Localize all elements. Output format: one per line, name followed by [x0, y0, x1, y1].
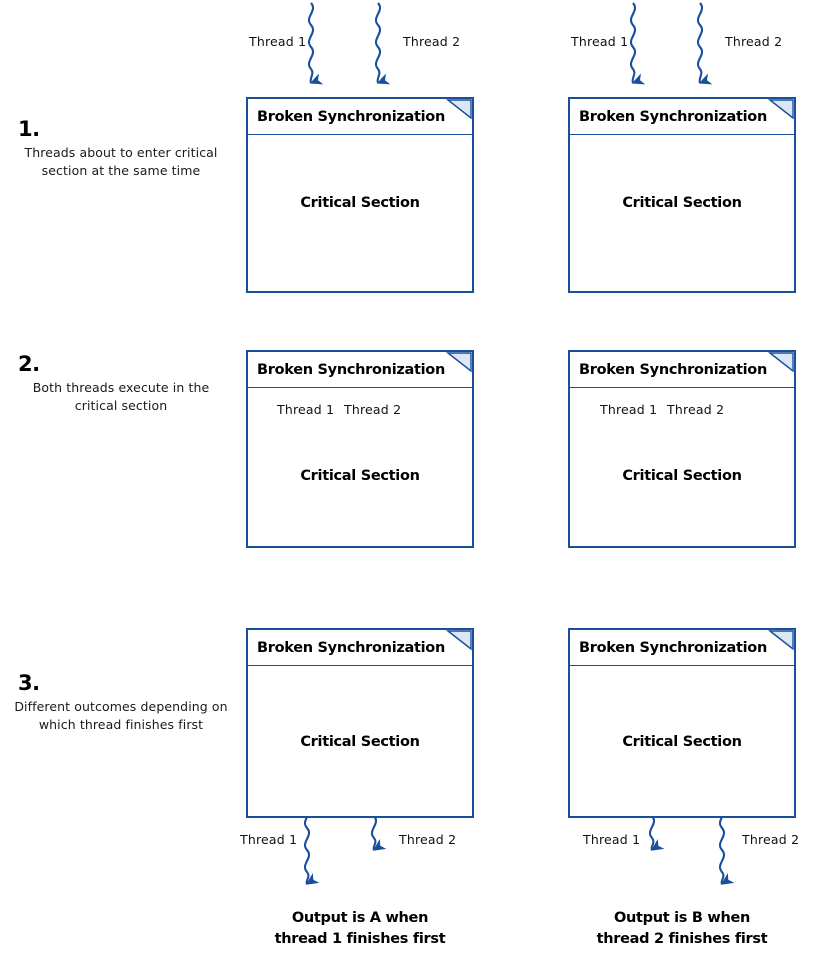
step-2-description: Both threads execute in the critical sec… [32, 380, 210, 414]
outcome-caption-left: Output is A when thread 1 finishes first [230, 908, 490, 950]
outcome-left-line-1: Output is A when [291, 910, 429, 926]
thread-2-label-r2c2: Thread 2 [667, 402, 725, 417]
box-title-bar: Broken Synchronization [248, 352, 472, 388]
thread-2-label-r3c1: Thread 2 [399, 832, 457, 847]
page-fold-corner-icon [446, 630, 472, 651]
thread-1-label-r2c1: Thread 1 [277, 402, 335, 417]
squiggly-arrow-r1c2-t2 [696, 2, 713, 85]
broken-sync-box-row1-left[interactable]: Broken Synchronization Critical Section [246, 97, 474, 293]
box-title-bar: Broken Synchronization [570, 630, 794, 666]
box-body: Critical Section [248, 666, 472, 816]
thread-1-label-r1c2: Thread 1 [571, 34, 629, 49]
box-body: Critical Section [248, 135, 472, 291]
critical-section-label: Critical Section [300, 734, 420, 750]
squiggly-arrow-r1c2-t1 [629, 2, 646, 85]
outcome-right-line-1: Output is B when [613, 910, 751, 926]
box-body: Critical Section [248, 388, 472, 546]
critical-section-label: Critical Section [622, 195, 742, 211]
step-2-label-block: 2. Both threads execute in the critical … [8, 352, 234, 415]
box-body: Critical Section [570, 666, 794, 816]
box-body: Critical Section [570, 388, 794, 546]
step-2-number: 2. [18, 352, 40, 376]
box-title-text: Broken Synchronization [579, 361, 767, 378]
broken-sync-box-row2-right[interactable]: Broken Synchronization Critical Section [568, 350, 796, 548]
thread-2-label-r3c2: Thread 2 [742, 832, 800, 847]
step-3-description: Different outcomes depending on which th… [14, 699, 228, 733]
page-fold-corner-icon [446, 99, 472, 120]
page-fold-corner-icon [768, 352, 794, 373]
outcome-right-line-2: thread 2 finishes first [596, 931, 768, 948]
page-fold-corner-icon [446, 352, 472, 373]
step-3-label-block: 3. Different outcomes depending on which… [8, 671, 234, 734]
broken-sync-box-row3-right[interactable]: Broken Synchronization Critical Section [568, 628, 796, 818]
critical-section-label: Critical Section [622, 734, 742, 750]
broken-sync-box-row2-left[interactable]: Broken Synchronization Critical Section [246, 350, 474, 548]
box-body: Critical Section [570, 135, 794, 291]
critical-section-label: Critical Section [300, 195, 420, 211]
box-title-text: Broken Synchronization [579, 108, 767, 125]
box-title-text: Broken Synchronization [257, 361, 445, 378]
box-title-text: Broken Synchronization [257, 108, 445, 125]
thread-1-label-r2c2: Thread 1 [600, 402, 658, 417]
thread-1-label-r1c1: Thread 1 [249, 34, 307, 49]
broken-sync-box-row3-left[interactable]: Broken Synchronization Critical Section [246, 628, 474, 818]
thread-2-label-r2c1: Thread 2 [344, 402, 402, 417]
box-title-bar: Broken Synchronization [570, 99, 794, 135]
step-1-label-block: 1. Threads about to enter critical secti… [8, 117, 234, 180]
thread-1-label-r3c2: Thread 1 [583, 832, 641, 847]
outcome-left-line-2: thread 1 finishes first [274, 931, 446, 948]
squiggly-arrow-r1c1-t1 [307, 2, 324, 85]
box-title-bar: Broken Synchronization [248, 630, 472, 666]
critical-section-label: Critical Section [300, 468, 420, 484]
box-title-text: Broken Synchronization [579, 639, 767, 656]
broken-sync-box-row1-right[interactable]: Broken Synchronization Critical Section [568, 97, 796, 293]
thread-2-label-r1c1: Thread 2 [403, 34, 461, 49]
step-1-number: 1. [18, 117, 40, 141]
thread-2-label-r1c2: Thread 2 [725, 34, 783, 49]
box-title-bar: Broken Synchronization [570, 352, 794, 388]
page-fold-corner-icon [768, 99, 794, 120]
box-title-bar: Broken Synchronization [248, 99, 472, 135]
box-title-text: Broken Synchronization [257, 639, 445, 656]
thread-1-label-r3c1: Thread 1 [240, 832, 298, 847]
page-fold-corner-icon [768, 630, 794, 651]
outcome-caption-right: Output is B when thread 2 finishes first [552, 908, 812, 950]
squiggly-arrow-r1c1-t2 [374, 2, 391, 85]
critical-section-label: Critical Section [622, 468, 742, 484]
step-3-number: 3. [18, 671, 40, 695]
step-1-description: Threads about to enter critical section … [24, 145, 218, 179]
